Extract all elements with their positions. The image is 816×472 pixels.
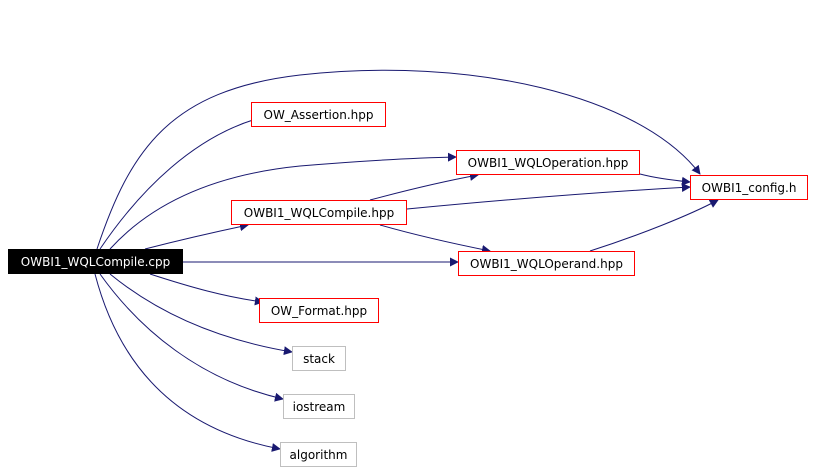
node-stack: stack (292, 346, 346, 371)
node-owbi1-wqloperation-hpp[interactable]: OWBI1_WQLOperation.hpp (456, 150, 640, 175)
edge-root-to-config (96, 69, 701, 250)
edge-compile-to-operation (369, 172, 479, 201)
node-owbi1-wqlcompile-cpp: OWBI1_WQLCompile.cpp (8, 249, 183, 274)
node-ow-assertion-hpp[interactable]: OW_Assertion.hpp (251, 102, 386, 127)
node-algorithm: algorithm (280, 442, 357, 467)
node-owbi1-wqlcompile-hpp[interactable]: OWBI1_WQLCompile.hpp (231, 200, 407, 225)
edge-root-to-operation (109, 152, 457, 250)
node-owbi1-wqloperand-hpp[interactable]: OWBI1_WQLOperand.hpp (458, 251, 635, 276)
edge-root-to-stack (109, 273, 293, 356)
node-ow-format-hpp[interactable]: OW_Format.hpp (259, 298, 379, 323)
edge-root-to-assertion (99, 114, 264, 250)
edge-root-to-algorithm (94, 273, 281, 452)
edge-root-to-format (149, 273, 264, 306)
node-owbi1-config-h[interactable]: OWBI1_config.h (690, 175, 808, 200)
edge-operation-to-config (639, 173, 691, 186)
edge-compile-to-config (406, 182, 691, 210)
node-iostream: iostream (283, 394, 355, 419)
edge-operand-to-config (589, 199, 719, 252)
edge-root-to-compile (144, 222, 249, 250)
edge-compile-to-operand (379, 224, 491, 254)
edge-root-to-iostream (99, 273, 284, 402)
